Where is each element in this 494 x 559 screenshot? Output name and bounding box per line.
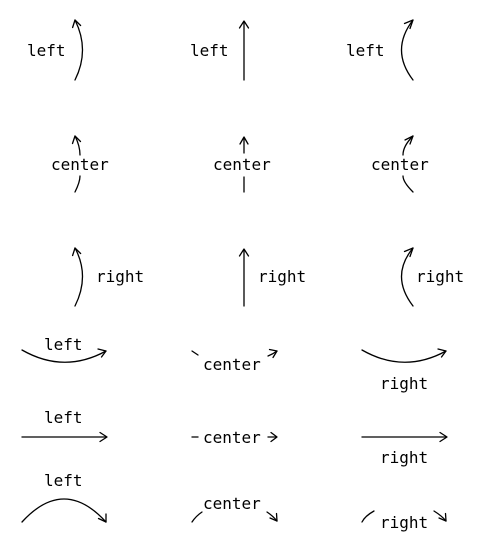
arrow-head-icon [269, 512, 278, 522]
vertical-center-bend-right: center [51, 135, 109, 193]
edge-label-right: right [258, 267, 306, 286]
edge-label-left: left [44, 471, 83, 490]
arrow-head-icon [99, 431, 108, 443]
curved-edge [21, 498, 107, 523]
arrow-head-icon [270, 431, 278, 443]
curved-edge [74, 19, 84, 81]
curved-edge [402, 135, 414, 156]
curved-edge [402, 175, 414, 193]
edge-label-center: center [371, 155, 429, 174]
arrow-head-icon [238, 20, 250, 29]
curved-edge [21, 349, 107, 363]
edge-label-left: left [44, 408, 83, 427]
edge-label-left: left [44, 335, 83, 354]
arrow-head-icon [403, 19, 414, 30]
vertical-left-bend-left: left [346, 19, 414, 81]
vertical-right-bend-left: right [400, 247, 464, 307]
curved-edge [74, 175, 81, 193]
arrow-head-icon [97, 513, 107, 523]
edge-label-center: center [203, 494, 261, 513]
edge-label-right: right [416, 267, 464, 286]
arrow-head-icon [439, 431, 448, 443]
arrow-head-icon [403, 247, 414, 258]
horizontal-straight-right-label: right [361, 431, 448, 467]
arrow-head-icon [238, 248, 250, 257]
edge-label-right: right [380, 374, 428, 393]
curved-edge [400, 247, 414, 307]
vertical-center-straight: center [213, 136, 271, 193]
edge-label-center: center [213, 155, 271, 174]
vertical-right-bend-right: right [71, 247, 144, 307]
arrow-head-icon [97, 348, 107, 358]
vertical-left-bend-right: left [27, 19, 84, 81]
edge-label-center: center [51, 155, 109, 174]
curved-edge [433, 510, 447, 522]
curved-edge [191, 511, 203, 523]
horizontal-bend-right-left-label: left [21, 335, 107, 363]
arrow-head-icon [239, 136, 249, 145]
arrow-head-icon [268, 348, 278, 359]
horizontal-bend-left-left-label: left [21, 471, 107, 523]
edge-label-center: center [203, 428, 261, 447]
arrow-head-icon [404, 135, 414, 145]
arrow-head-icon [71, 247, 82, 257]
horizontal-straight-left-label: left [21, 408, 108, 443]
edge-label-left: left [346, 41, 385, 60]
horizontal-bend-left-center-label: center [191, 494, 278, 523]
edge-label-left: left [27, 41, 66, 60]
curved-edge [400, 19, 414, 81]
arrow-head-icon [71, 135, 82, 145]
curved-edge [74, 247, 84, 307]
edge-label-center: center [203, 355, 261, 374]
edge-label-right: right [380, 448, 428, 467]
arrow-head-icon [437, 348, 447, 358]
arrow-head-icon [71, 19, 82, 29]
curved-edge [191, 350, 199, 356]
horizontal-bend-right-center-label: center [191, 348, 278, 374]
curved-edge [361, 349, 447, 363]
arrow-head-icon [438, 512, 447, 522]
curved-edge [361, 510, 375, 523]
vertical-left-straight: left [190, 20, 250, 81]
edge-label-left: left [190, 41, 229, 60]
vertical-center-bend-left: center [371, 135, 429, 193]
edge-label-right: right [380, 513, 428, 532]
horizontal-bend-left-right-label: right [361, 510, 447, 532]
vertical-right-straight: right [238, 248, 306, 307]
horizontal-straight-center-label: center [191, 428, 278, 447]
edge-label-right: right [96, 267, 144, 286]
horizontal-bend-right-right-label: right [361, 348, 447, 393]
